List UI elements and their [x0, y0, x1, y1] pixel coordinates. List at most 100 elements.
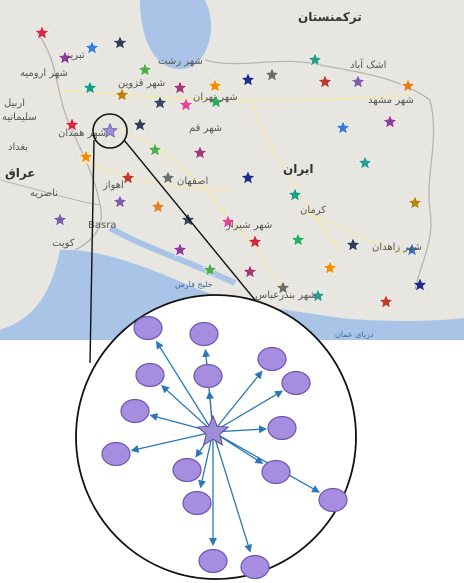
- border-east: [204, 59, 435, 291]
- graph-node: [182, 490, 212, 516]
- edge-arrow: [198, 431, 214, 489]
- city-star-icon: [112, 193, 128, 209]
- city-star-icon: [264, 66, 280, 82]
- label-persian-gulf: خلیج فارس: [175, 280, 213, 289]
- city-star-icon: [82, 79, 98, 95]
- city-star-icon: [357, 154, 373, 170]
- label-bandar-abbas: شهر بندرعباس: [255, 290, 317, 301]
- edge-arrow: [212, 431, 320, 493]
- highlighted-star-icon: [102, 122, 118, 138]
- city-star-icon: [192, 144, 208, 160]
- graph-node: [257, 346, 287, 372]
- label-iran: ایران: [283, 162, 314, 176]
- edge-arrow: [130, 431, 214, 453]
- label-ashgabat: اشک آباد: [350, 60, 387, 71]
- label-hamedan: شهر همدان: [58, 128, 107, 139]
- city-star-icon: [132, 116, 148, 132]
- label-shiraz: شهر شیراز: [226, 220, 273, 231]
- highlight-circle: [92, 113, 128, 149]
- city-star-icon: [382, 113, 398, 129]
- zoom-line-left: [89, 139, 95, 364]
- graph-node: [198, 548, 228, 574]
- label-basra: Basra: [88, 220, 117, 231]
- edge-arrow: [155, 340, 214, 433]
- city-star-icon: [152, 94, 168, 110]
- city-star-icon: [207, 77, 223, 93]
- label-gulf-of-oman: دریای عمان: [335, 330, 374, 339]
- city-star-icon: [275, 279, 291, 295]
- city-star-icon: [172, 241, 188, 257]
- label-ahvaz: اهواز: [103, 180, 124, 191]
- city-star-icon: [350, 73, 366, 89]
- graph-node: [120, 398, 150, 424]
- label-tehran: شهر تهران: [193, 92, 238, 103]
- city-star-icon: [84, 39, 100, 55]
- city-star-icon: [412, 276, 428, 292]
- graph-node: [261, 459, 291, 485]
- edge-arrow: [161, 385, 214, 433]
- city-star-icon: [247, 233, 263, 249]
- city-star-icon: [240, 71, 256, 87]
- road-2: [249, 99, 341, 251]
- city-star-icon: [172, 79, 188, 95]
- city-star-icon: [178, 96, 194, 112]
- graph-node: [193, 363, 223, 389]
- label-iraq: عراق: [5, 166, 36, 180]
- city-star-icon: [147, 141, 163, 157]
- edge-arrow: [212, 431, 252, 553]
- city-star-icon: [160, 169, 176, 185]
- label-sulaymaniyah: سلیمانیه: [2, 112, 37, 123]
- map-view[interactable]: ترکمنستان ایران عراق کویت Basra شهر مشهد…: [0, 0, 464, 340]
- city-star-icon: [120, 169, 136, 185]
- city-star-icon: [52, 211, 68, 227]
- edge-arrow: [212, 390, 284, 433]
- city-star-icon: [34, 24, 50, 40]
- label-urmia: شهر ارومیه: [20, 68, 68, 79]
- label-mashhad: شهر مشهد: [368, 95, 414, 106]
- city-star-icon: [112, 34, 128, 50]
- city-star-icon: [240, 169, 256, 185]
- city-star-icon: [242, 263, 258, 279]
- graph-node: [135, 362, 165, 388]
- label-nasiriyah: ناصریه: [30, 188, 58, 199]
- city-star-icon: [335, 119, 351, 135]
- graph-node: [133, 315, 163, 341]
- border-west: [34, 29, 102, 251]
- persian-gulf-water: [0, 249, 464, 340]
- road-4: [299, 209, 421, 256]
- city-star-icon: [310, 287, 326, 303]
- city-star-icon: [378, 293, 394, 309]
- label-zahedan: شهر زاهدان: [372, 242, 422, 253]
- label-rasht: شهر رشت: [158, 56, 203, 67]
- city-star-icon: [322, 259, 338, 275]
- hub-star-icon: [196, 414, 230, 446]
- label-qazvin: شهر قزوین: [118, 78, 166, 89]
- road-3: [79, 159, 231, 191]
- label-kerman: کرمان: [300, 205, 327, 216]
- city-star-icon: [202, 261, 218, 277]
- city-star-icon: [404, 241, 420, 257]
- caspian-sea: [140, 0, 212, 69]
- label-tabriz: تبریز: [65, 50, 85, 61]
- city-star-icon: [64, 116, 80, 132]
- city-star-icon: [78, 148, 94, 164]
- graph-node: [172, 457, 202, 483]
- graph-node: [318, 487, 348, 513]
- city-star-icon: [220, 213, 236, 229]
- city-star-icon: [114, 86, 130, 102]
- edge-arrow: [212, 370, 263, 433]
- city-star-icon: [290, 231, 306, 247]
- label-qom: شهر قم: [189, 123, 223, 134]
- graph-node: [101, 441, 131, 467]
- label-baghdad: بغداد: [8, 142, 29, 153]
- graph-node: [267, 415, 297, 441]
- city-star-icon: [407, 194, 423, 210]
- graph-node: [189, 321, 219, 347]
- label-turkmenistan: ترکمنستان: [298, 10, 362, 24]
- city-star-icon: [137, 61, 153, 77]
- graph-node: [240, 554, 270, 580]
- city-star-icon: [400, 77, 416, 93]
- label-kuwait: کویت: [52, 238, 75, 249]
- graph-node: [281, 370, 311, 396]
